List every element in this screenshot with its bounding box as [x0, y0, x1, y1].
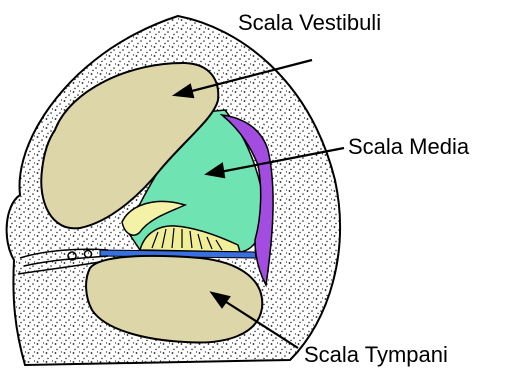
scala-tympani-label: Scala Tympani	[304, 344, 448, 366]
scala-vestibuli-label: Scala Vestibuli	[238, 12, 381, 34]
scala-media-label: Scala Media	[348, 136, 469, 158]
